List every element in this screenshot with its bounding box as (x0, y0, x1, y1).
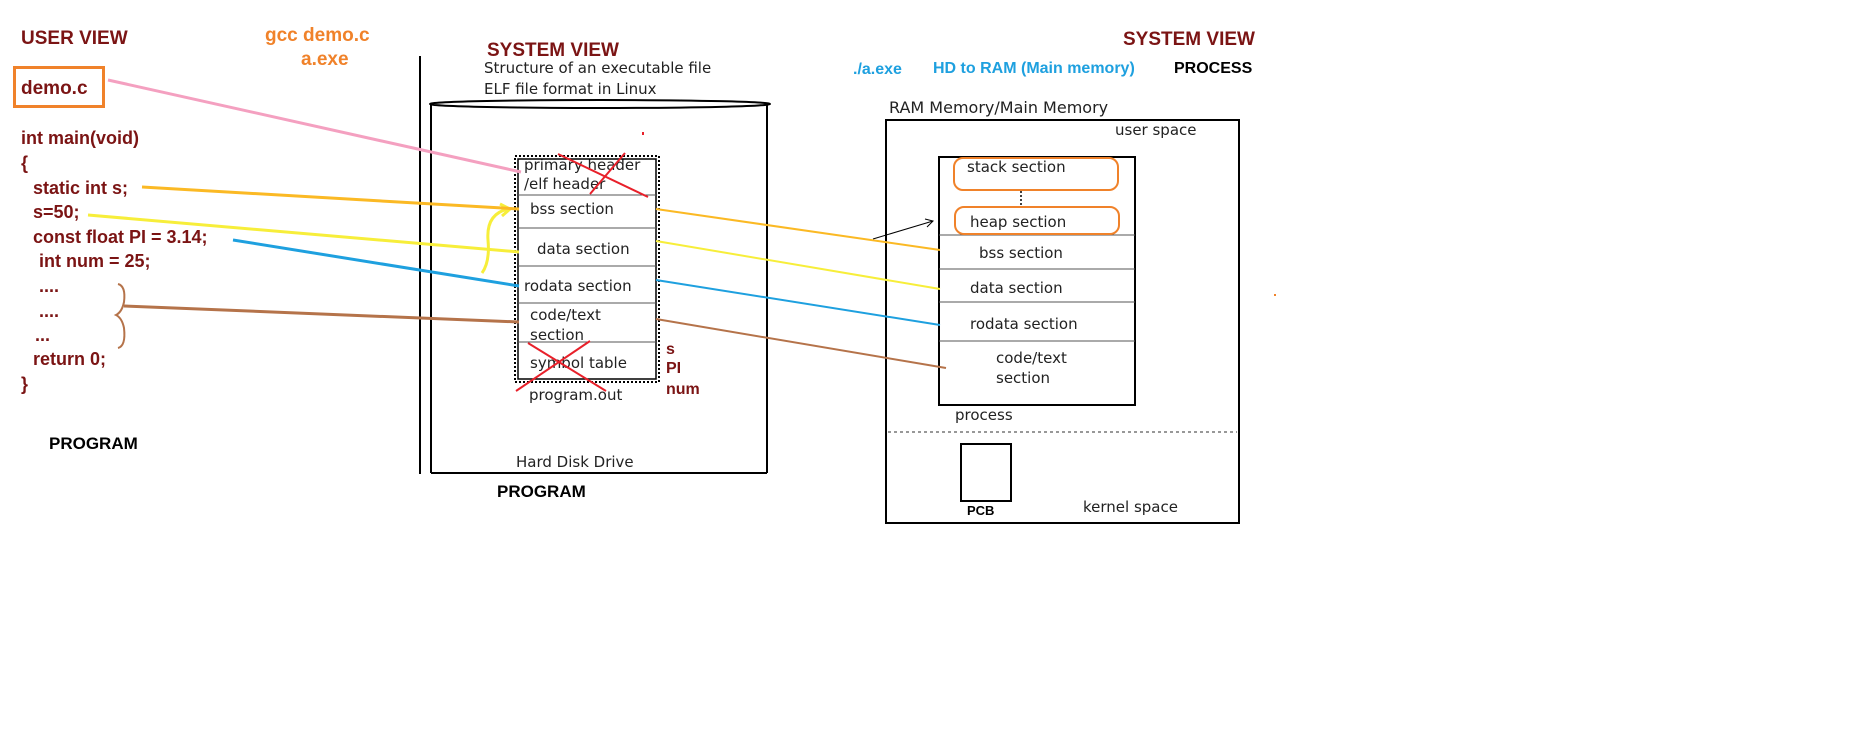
symbol-name-s: s (666, 341, 675, 358)
hd-to-ram-note: HD to RAM (Main memory) (933, 60, 1135, 77)
pcb-box (960, 443, 1012, 502)
code-line-static-s: static int s; (33, 178, 129, 198)
const-pi-to-rodata-connector (232, 238, 520, 288)
disk-data-section-label: data section (537, 240, 630, 258)
ram-code-section-label-2: section (996, 369, 1051, 387)
rodata-to-ram-connector (655, 279, 941, 326)
header-strike-cross (557, 152, 649, 198)
heap-pointer-arrow (872, 218, 934, 240)
disk-code-section-label-1: code/text (530, 306, 601, 324)
code-line-const-pi: const float PI = 3.14; (33, 227, 208, 247)
symbol-name-num: num (666, 381, 700, 398)
code-line-open-brace: { (21, 153, 29, 173)
compile-command: gcc demo.c (265, 25, 370, 46)
disk-rodata-section-label: rodata section (524, 277, 632, 295)
code-line-main: int main(void) (21, 128, 139, 148)
orange-dot (1274, 294, 1276, 296)
elf-header-label: /elf header (524, 175, 606, 193)
heap-section-box (954, 206, 1120, 235)
disk-code-section-label-2: section (530, 326, 585, 344)
process-caption: process (955, 406, 1013, 424)
system-view-program-heading: SYSTEM VIEW (487, 40, 619, 61)
ram-memory-box (885, 119, 1240, 524)
code-line-num: int num = 25; (39, 251, 151, 271)
data-to-ram-connector (655, 240, 941, 290)
ram-bss-section-label: bss section (979, 244, 1063, 262)
ram-title: RAM Memory/Main Memory (889, 98, 1109, 117)
code-line-return: return 0; (33, 349, 107, 369)
program-out-label: program.out (529, 386, 623, 404)
run-command: ./a.exe (853, 61, 902, 78)
ram-stack-section-label: stack section (967, 158, 1066, 176)
compile-output: a.exe (301, 49, 349, 70)
hard-disk-drive-label: Hard Disk Drive (516, 453, 634, 471)
hard-disk-cylinder (429, 99, 771, 474)
disk-bss-section-label: bss section (530, 200, 614, 218)
static-s-to-bss-connector (141, 185, 520, 211)
code-to-ram-connector (655, 318, 947, 369)
ram-rodata-section-label: rodata section (970, 315, 1078, 333)
executable-structure-caption: Structure of an executable file (484, 59, 712, 77)
code-line-ellipsis-2: .... (39, 301, 60, 321)
process-label: PROCESS (1174, 60, 1253, 77)
ram-code-section-label-1: code/text (996, 349, 1067, 367)
bss-to-ram-connector (655, 208, 941, 251)
ram-data-section-label: data section (970, 279, 1063, 297)
demo-to-header-connector (107, 78, 522, 174)
user-program-label: PROGRAM (49, 434, 138, 453)
user-view-heading: USER VIEW (21, 28, 128, 49)
symbol-name-pi: PI (666, 360, 682, 377)
system-program-label: PROGRAM (497, 482, 586, 501)
elf-format-caption: ELF file format in Linux (484, 80, 657, 98)
demo-file-box (13, 66, 105, 108)
demo-file-name: demo.c (21, 78, 88, 99)
stack-section-box (953, 157, 1119, 191)
data-bss-curve-arrow (480, 207, 509, 274)
pcb-label: PCB (967, 503, 995, 518)
code-line-ellipsis-1: .... (39, 276, 60, 296)
code-line-close-brace: } (21, 374, 29, 394)
assign-s-to-data-connector (87, 213, 520, 254)
red-dot (642, 132, 644, 135)
code-line-assign-s: s=50; (33, 202, 80, 222)
process-box (938, 156, 1136, 406)
kernel-space-label: kernel space (1083, 498, 1178, 516)
ram-heap-section-label: heap section (970, 213, 1067, 231)
code-to-text-connector (123, 304, 520, 324)
user-space-label: user space (1115, 121, 1197, 139)
symbol-table-strike-cross (515, 340, 607, 392)
code-block-brace (113, 283, 126, 349)
system-view-process-heading: SYSTEM VIEW (1123, 29, 1255, 50)
code-line-ellipsis-3: ... (35, 325, 51, 345)
